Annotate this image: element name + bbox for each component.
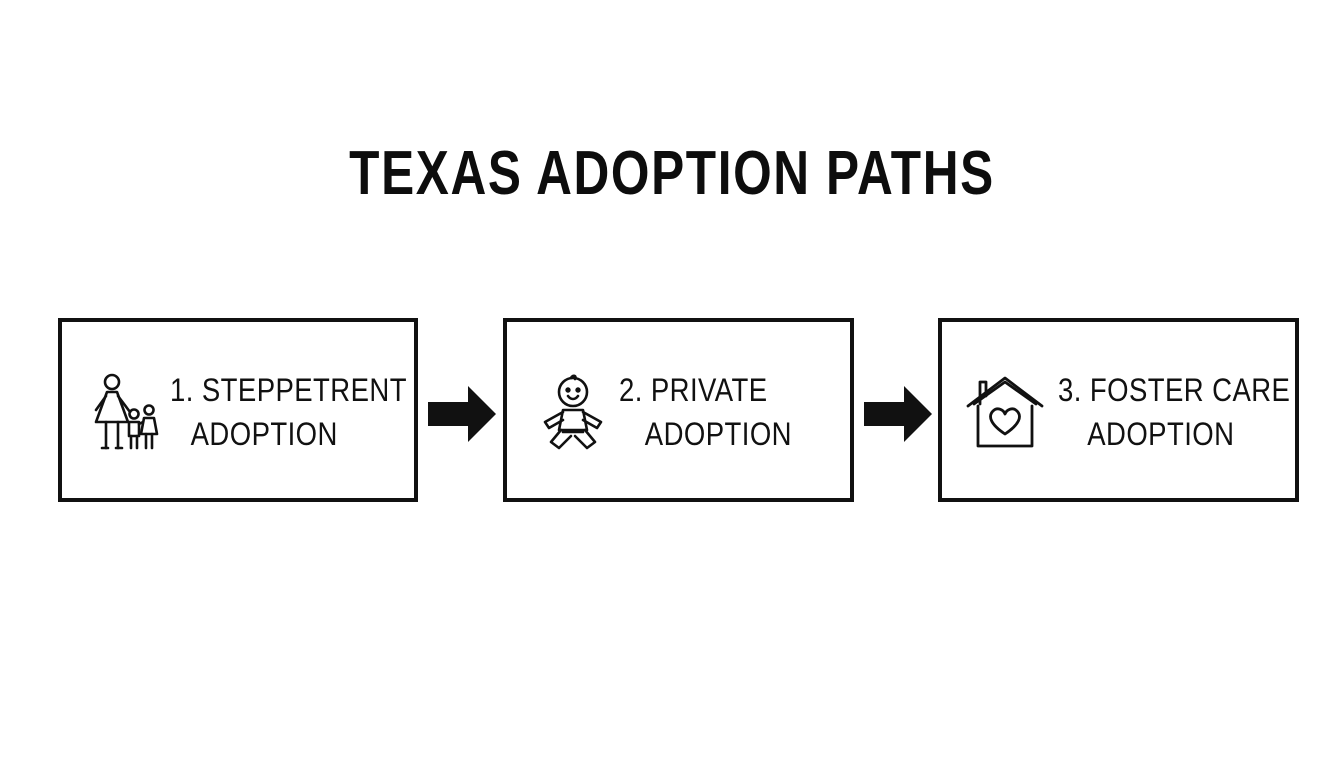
step-box-foster-care-adoption: 3. FOSTER CARE ADOPTION bbox=[938, 318, 1299, 502]
parent-with-children-icon bbox=[82, 370, 172, 460]
step-label-line1: 3. FOSTER CARE bbox=[1058, 372, 1291, 408]
step-label: 2. PRIVATE ADOPTION bbox=[619, 368, 792, 456]
step-label-line1: 2. PRIVATE bbox=[619, 372, 768, 408]
step-box-private-adoption: 2. PRIVATE ADOPTION bbox=[503, 318, 854, 502]
arrow-right-icon bbox=[864, 384, 934, 444]
step-label-line2: ADOPTION bbox=[644, 416, 792, 452]
arrow-right-icon bbox=[428, 384, 498, 444]
step-label: 1. STEPPETRENT ADOPTION bbox=[170, 368, 407, 456]
step-label-line2: ADOPTION bbox=[190, 416, 338, 452]
diagram-title: TEXAS ADOPTION PATHS bbox=[349, 139, 995, 208]
house-heart-icon bbox=[960, 370, 1050, 460]
step-label-line1: 1. STEPPETRENT bbox=[170, 372, 407, 408]
baby-icon bbox=[533, 370, 623, 460]
step-box-stepparent-adoption: 1. STEPPETRENT ADOPTION bbox=[58, 318, 418, 502]
step-label: 3. FOSTER CARE ADOPTION bbox=[1058, 368, 1290, 456]
step-label-line2: ADOPTION bbox=[1087, 416, 1235, 452]
